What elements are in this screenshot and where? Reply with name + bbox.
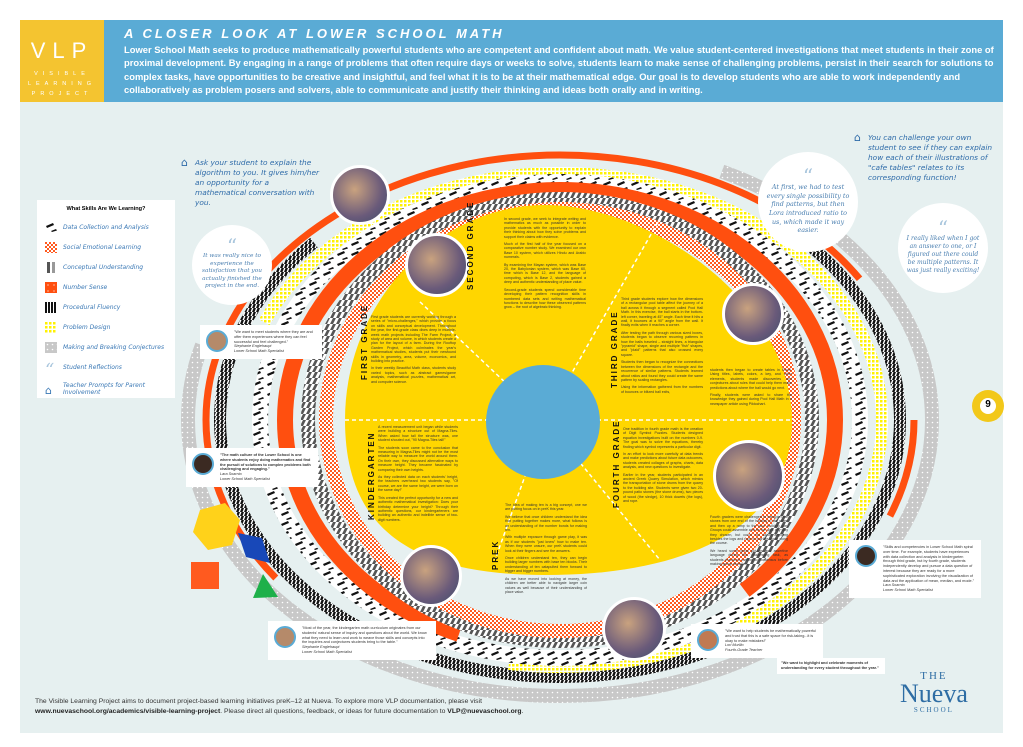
legend-item: Social Emotional Learning <box>45 237 167 257</box>
orange-square-icon <box>45 281 57 293</box>
ball-number: 9 <box>985 399 991 410</box>
grade-label-first: FIRST GRADE <box>360 303 369 380</box>
gray-stripe-icon <box>45 261 57 273</box>
center-circle <box>486 365 600 479</box>
yellow-dot-icon <box>45 321 57 333</box>
legend-item: Number Sense <box>45 277 167 297</box>
second-grade-text: In second grade, we seek to integrate wr… <box>504 217 586 310</box>
photo-kindergarten <box>400 545 462 607</box>
skills-legend: What Skills Are We Learning? Data Collec… <box>37 200 175 398</box>
ring-conjectures <box>181 137 939 703</box>
third-grade-text-2: students then began to create tables in … <box>710 368 792 406</box>
photo-fourth-grade <box>713 440 785 512</box>
logo-line: LEARNING <box>27 81 97 87</box>
header-banner: VLP VISIBLE LEARNING PROJECT A CLOSER LOOK… <box>20 20 1003 102</box>
hexagon-block <box>193 503 240 550</box>
student-reflection: “I really liked when I got an answer to … <box>898 203 988 293</box>
legend-item: Making and Breaking Conjectures <box>45 337 167 357</box>
avatar <box>274 626 296 648</box>
data-pattern-icon <box>45 221 57 233</box>
grade-label-second: SECOND GRADE <box>466 200 475 290</box>
photo-third-grade <box>722 283 784 345</box>
billiard-ball <box>972 390 1004 422</box>
quote-icon: “ <box>937 216 949 240</box>
legend-item: Problem Design <box>45 317 167 337</box>
photo-second-grade <box>405 233 469 297</box>
avatar <box>192 453 214 475</box>
footer-text: The Visible Learning Project aims to doc… <box>35 698 524 715</box>
avatar <box>206 330 228 352</box>
photo-prek <box>602 597 666 661</box>
legend-item: “Student Reflections <box>45 359 122 381</box>
grade-label-fourth: FOURTH GRADE <box>612 419 621 508</box>
checker-pattern-icon <box>45 241 57 253</box>
rhombus-block <box>238 533 270 563</box>
legend-item: Data Collection and Analysis <box>45 217 167 237</box>
teacher-quote-card: "Most of the year, the kindergarten math… <box>268 621 436 660</box>
quote-icon: “ <box>226 234 238 259</box>
triangle-block <box>253 574 278 598</box>
grade-label-third: THIRD GRADE <box>610 310 619 388</box>
ring-problem-design <box>232 167 888 673</box>
house-icon: ⌂ <box>181 156 188 169</box>
fourth-grade-text: One tradition in fourth grade math is th… <box>623 427 703 504</box>
teacher-quote-card: "We want to meet students where they are… <box>200 325 322 359</box>
email-link[interactable]: VLP@nuevaschool.org <box>447 708 522 715</box>
parent-prompt-right: ⌂You can challenge your own student to s… <box>854 131 993 182</box>
intro-text: Lower School Math seeks to produce mathe… <box>124 44 994 95</box>
ring-procedural <box>214 157 906 683</box>
student-reflection: “At first, we had to test every single p… <box>758 152 858 252</box>
kindergarten-text: A recent measurement unit began while st… <box>378 425 458 522</box>
teacher-quote-card: "The math culture of the Lower School is… <box>186 448 318 487</box>
avatar <box>855 545 877 567</box>
third-grade-text: Third grade students explore how the dim… <box>621 297 703 394</box>
house-icon: ⌂ <box>45 383 52 397</box>
quote-icon: “ <box>802 164 814 189</box>
parent-prompt-left: ⌂Ask your student to explain the algorit… <box>181 156 320 207</box>
vlp-link[interactable]: www.nuevaschool.org/academics/visible-le… <box>35 708 221 715</box>
fourth-grade-text-2: Fourth graders were challenged to transp… <box>710 515 788 567</box>
page-title: A CLOSER LOOK AT LOWER SCHOOL MATH <box>124 26 505 41</box>
legend-item: ⌂Teacher Prompts for Parent Involvement <box>45 382 146 397</box>
logo-line: VISIBLE <box>34 71 90 77</box>
legend-item: Conceptual Understanding <box>45 257 167 277</box>
photo-first-grade <box>330 165 390 225</box>
black-stripe-icon <box>45 301 57 313</box>
ring-number-sense-2 <box>277 182 843 658</box>
square-block <box>191 562 219 589</box>
grade-label-kindergarten: KINDERGARTEN <box>367 431 376 520</box>
teacher-quote-card: "We want to help students be mathematica… <box>691 624 823 658</box>
ring-number-sense <box>202 151 918 689</box>
teacher-quote-card: "We want to highlight and celebrate mome… <box>777 658 885 674</box>
prek-text: The idea of making ten is a big concept,… <box>505 503 587 594</box>
logo-line: PROJECT <box>31 91 93 97</box>
logo-text: VLP <box>30 38 94 63</box>
vlp-logo: VLP VISIBLE LEARNING PROJECT <box>20 20 104 102</box>
legend-title: What Skills Are We Learning? <box>66 206 146 212</box>
avatar <box>697 629 719 651</box>
first-grade-text: First grade students are currently worki… <box>371 315 456 384</box>
grade-label-prek: PREK <box>491 539 500 570</box>
pattern-blocks <box>191 503 278 598</box>
legend-item: Procedural Fluency <box>45 297 167 317</box>
gray-dot-icon <box>45 341 57 353</box>
student-reflection: “It was really nice to experience the sa… <box>192 225 272 305</box>
house-icon: ⌂ <box>854 131 861 144</box>
teacher-quote-card: "Skills and competencies in Lower School… <box>849 540 981 598</box>
ring-conceptual <box>301 192 819 648</box>
quote-icon: “ <box>45 359 55 381</box>
